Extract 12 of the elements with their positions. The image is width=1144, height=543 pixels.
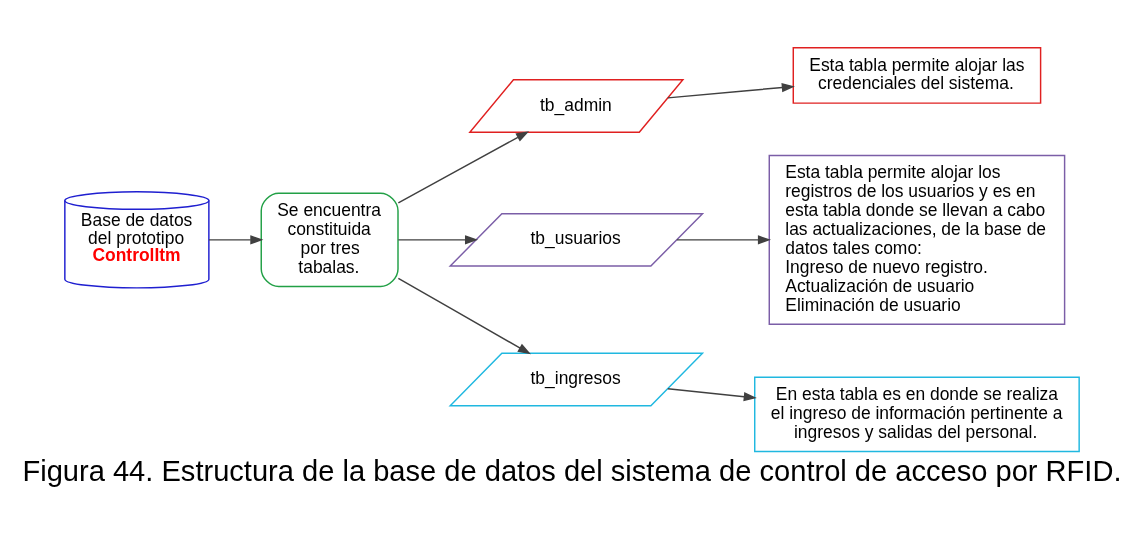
arrow [667, 83, 795, 99]
arrow [397, 131, 530, 204]
arrow [208, 235, 264, 245]
node-box: Esta tabla permite alojar los registros de los usuarios y es en esta tabla donde se llevan a cabo las actualizaciones, de la base de datos tales como: Ingreso de nuevo registro. Actualización de usuario Eliminación de usuario [768, 154, 1066, 325]
arrow [397, 235, 479, 245]
node-box: En esta tabla es en donde se realiza el ingreso de información pertinente a ingresos y salidas del personal. [754, 376, 1080, 453]
arrow [667, 388, 757, 402]
arrow [397, 277, 531, 355]
node-box: Esta tabla permite alojar las credenciales del sistema. [792, 47, 1042, 104]
node-box: Se encuentra constituida por tres tabalas. [260, 192, 399, 288]
caption: Figura 44. Estructura de la base de datos del sistema de control de acceso por RFID. [22, 454, 1122, 487]
arrow [676, 235, 771, 245]
